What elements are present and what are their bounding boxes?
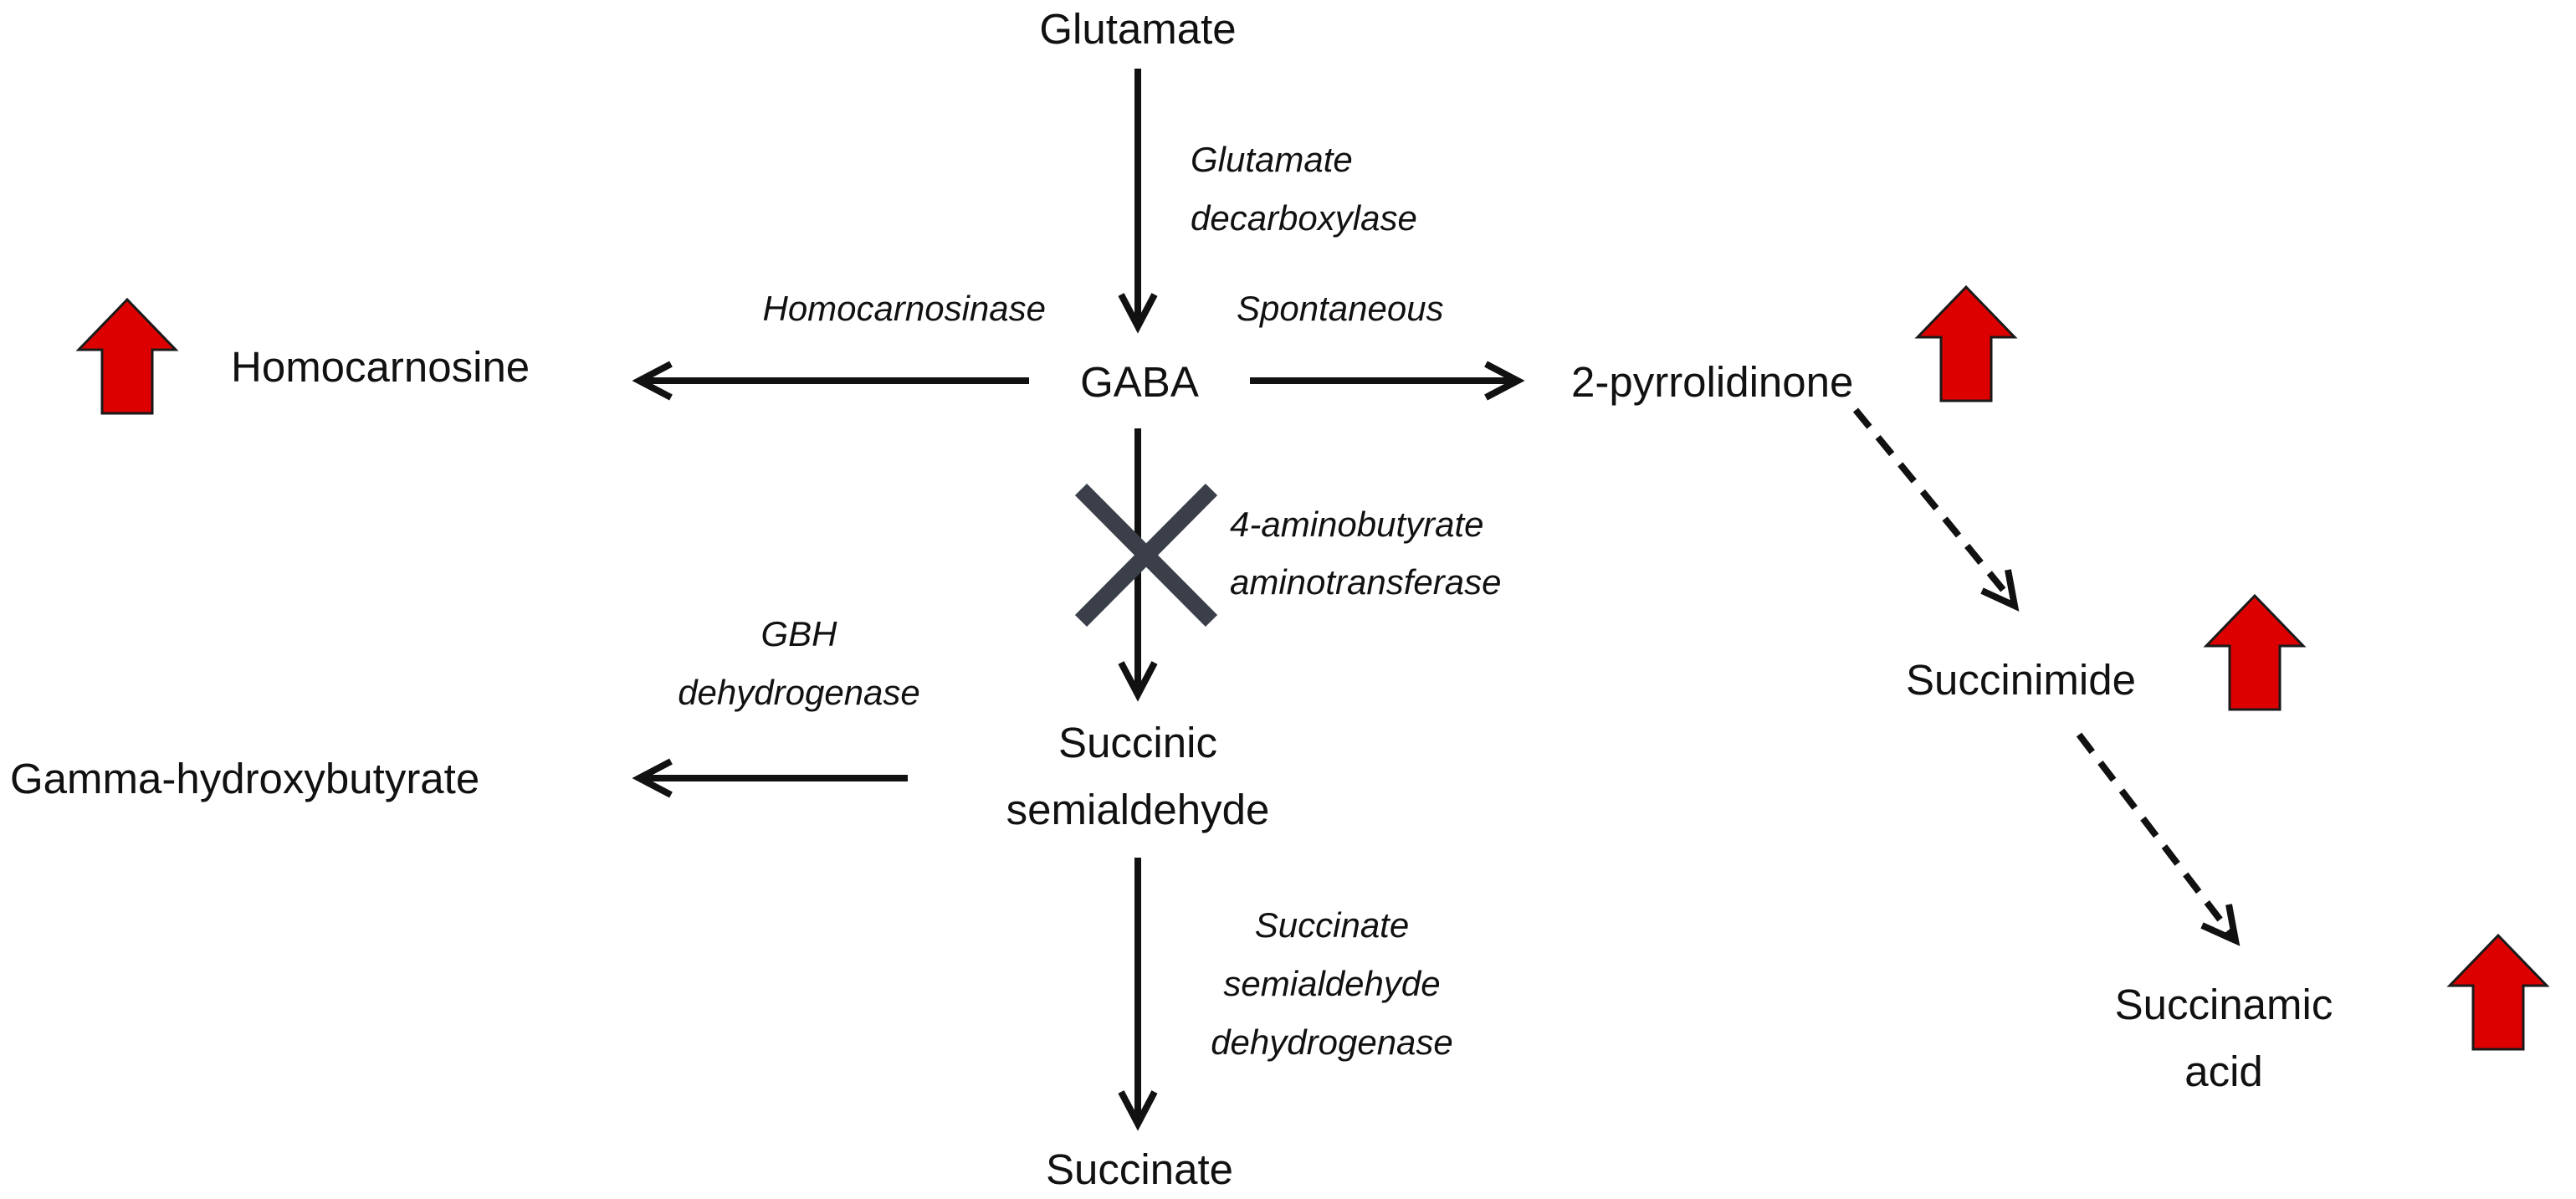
metabolite-succinic-semialdehyde-line1: Succinic [1058, 719, 1217, 766]
up-arrow-icon [2446, 933, 2550, 1051]
enzyme-ssadh-line2: semialdehyde [1223, 964, 1440, 1003]
arrow-ssa-to-succinate [1118, 858, 1158, 1131]
increase-arrow-pyrrolidinone [1914, 284, 2018, 402]
metabolite-succinic-semialdehyde-line2: semialdehyde [1006, 786, 1270, 833]
dashed-arrow-pyrrolidinone-to-succinimide [1852, 407, 2020, 612]
up-arrow-icon [75, 297, 179, 415]
increase-arrow-succinimide [2203, 593, 2307, 711]
metabolite-gaba: GABA [1080, 358, 1199, 406]
metabolite-succinimide: Succinimide [1906, 656, 2136, 704]
enzyme-homocarnosinase: Homocarnosinase [762, 289, 1046, 328]
enzyme-spontaneous: Spontaneous [1237, 289, 1444, 328]
enzyme-glutamate-decarboxylase-line2: decarboxylase [1191, 198, 1417, 238]
metabolite-succinate: Succinate [1046, 1145, 1233, 1193]
metabolite-gamma-hydroxybutyrate: Gamma-hydroxybutyrate [10, 755, 479, 802]
arrow-glutamate-to-gaba [1118, 69, 1158, 334]
up-arrow-icon [1914, 284, 2018, 402]
enzyme-ssadh-line1: Succinate [1255, 905, 1409, 945]
enzyme-glutamate-decarboxylase-line1: Glutamate [1191, 140, 1353, 179]
enzyme-4-aminobutyrate-aminotransferase-line2: aminotransferase [1230, 562, 1502, 602]
enzyme-ghb-dehydrogenase-line2: dehydrogenase [678, 673, 920, 712]
metabolite-homocarnosine: Homocarnosine [231, 343, 530, 391]
increase-arrow-homocarnosine [75, 297, 179, 415]
dashed-arrow-succinimide-to-succinamic-acid [2076, 732, 2241, 946]
metabolite-succinamic-acid-line2: acid [2184, 1048, 2263, 1095]
metabolite-2-pyrrolidinone: 2-pyrrolidinone [1571, 358, 1853, 406]
increase-arrow-succinamic-acid [2446, 933, 2550, 1051]
block-x-icon [1074, 483, 1218, 628]
enzyme-4-aminobutyrate-aminotransferase-line1: 4-aminobutyrate [1230, 505, 1484, 544]
up-arrow-icon [2203, 593, 2307, 711]
arrow-ssa-to-ghb [632, 758, 908, 798]
arrow-gaba-to-homocarnosine [632, 361, 1029, 401]
enzyme-ssadh-line3: dehydrogenase [1211, 1022, 1453, 1062]
enzyme-ghb-dehydrogenase-line1: GBH [761, 614, 837, 653]
metabolite-succinamic-acid-line1: Succinamic [2115, 981, 2333, 1028]
arrow-gaba-to-pyrrolidinone [1250, 361, 1525, 401]
metabolite-glutamate: Glutamate [1039, 5, 1236, 53]
